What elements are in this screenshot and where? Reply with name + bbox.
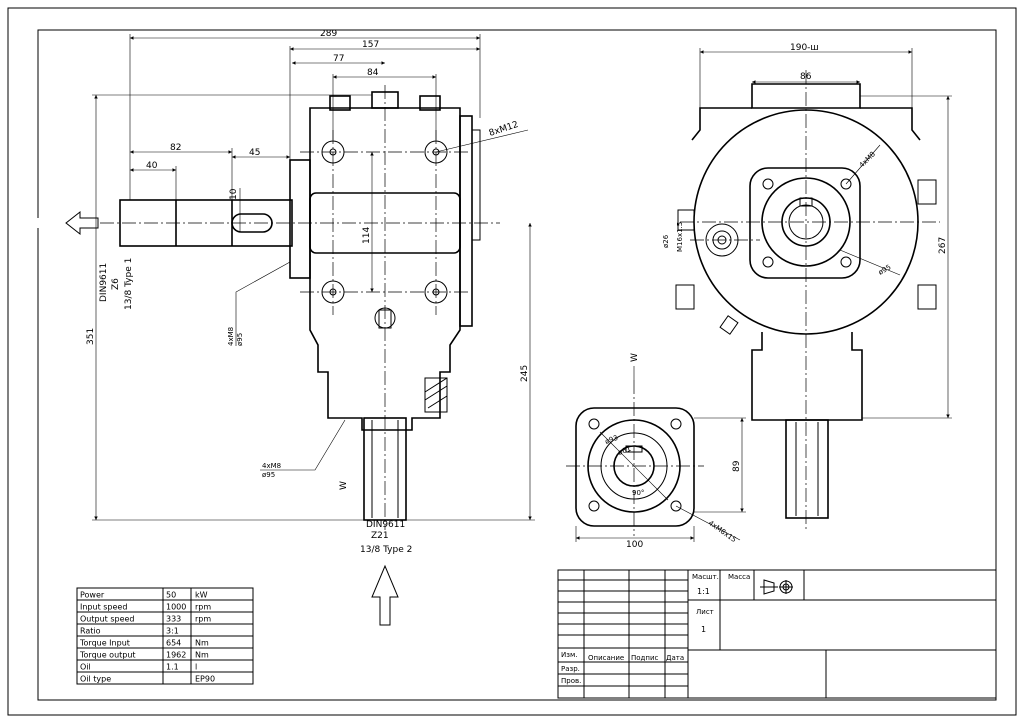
dim-phi61: ø61 [617, 445, 632, 457]
spec-row-unit: rpm [195, 603, 211, 612]
spec-row-label: Output speed [80, 615, 135, 624]
view-mark-flange: W [630, 353, 640, 362]
dim-157: 157 [362, 40, 379, 50]
tb-col-izm: Изм. [561, 651, 577, 659]
spec-row-value: 333 [166, 615, 181, 624]
spec-row-label: Oil type [80, 675, 111, 684]
spec-row-value: 50 [166, 591, 176, 600]
input-arrow [65, 210, 99, 236]
spec-row-value: 3:1 [166, 627, 179, 636]
output-type: 13/8 Type 2 [360, 545, 412, 555]
spec-row-label: Oil [80, 663, 91, 672]
spec-row-label: Input speed [80, 603, 127, 612]
sheet-frame [7, 7, 1017, 716]
flange-dimensions: 100 89 ø93 ø61 90° 4xM8x15 [575, 417, 746, 550]
tb-sheet-label: Лист [696, 608, 714, 616]
spec-row-label: Power [80, 591, 105, 600]
dim-phi26: ø26 [662, 234, 670, 248]
dim-90deg: 90° [632, 489, 644, 497]
spec-row-unit: kW [195, 591, 208, 600]
spec-row-unit: EP90 [195, 675, 215, 684]
title-block: Масшт. 1:1 Масса Лист 1 Изм. Описание По… [557, 569, 997, 699]
dim-84: 84 [367, 68, 379, 78]
view-mark-front: W [339, 481, 349, 490]
dim-77: 77 [333, 54, 344, 64]
dim-86: 86 [800, 72, 812, 82]
dim-m16: M16x1.5 [676, 222, 684, 252]
dim-45: 45 [249, 148, 260, 158]
spec-row-unit: l [195, 663, 197, 672]
spec-row-unit: Nm [195, 639, 209, 648]
spec-row-value: 654 [166, 639, 181, 648]
flange-view: W [566, 353, 704, 536]
callout-4xm8-side: 4xM8 [227, 327, 235, 346]
input-z: Z6 [111, 278, 121, 290]
input-type: 13/8 Type 1 [124, 258, 134, 310]
dim-phi95-side: ø95 [877, 263, 892, 277]
callout-4xm8-right: 4xM8 [858, 150, 877, 169]
tb-scale-label: Масшт. [692, 573, 719, 581]
dim-82: 82 [170, 143, 181, 153]
dim-89: 89 [732, 460, 742, 472]
dim-100: 100 [626, 540, 643, 550]
spec-row-unit: Nm [195, 651, 209, 660]
tb-scale-value: 1:1 [697, 587, 710, 596]
dim-289: 289 [320, 29, 337, 39]
callout-phi95-side: ø95 [236, 333, 244, 346]
dim-351: 351 [86, 328, 96, 345]
side-dimensions: 190-ш 86 267 ø26 M16x1.5 ø95 4xM8 [662, 43, 952, 419]
dim-40: 40 [146, 161, 158, 171]
spec-row-value: 1962 [166, 651, 186, 660]
dim-10: 10 [229, 188, 239, 200]
side-view [675, 70, 940, 530]
tb-col-date: Дата [666, 654, 684, 662]
dim-190: 190-ш [790, 43, 819, 53]
tb-row-razr: Разр. [561, 665, 580, 673]
callout-4xm8-low: 4xM8 [262, 462, 281, 470]
tb-mass-label: Масса [728, 573, 750, 581]
callout-phi95-low: ø95 [262, 471, 275, 479]
spec-row-label: Ratio [80, 627, 101, 636]
tb-col-desc: Описание [588, 654, 624, 662]
output-z: Z21 [371, 531, 389, 541]
output-arrow [371, 564, 399, 626]
spec-row-unit: rpm [195, 615, 211, 624]
spec-row-label: Torque Input [79, 639, 130, 648]
callout-4xm8x15: 4xM8x15 [707, 519, 738, 544]
output-din: DIN9611 [366, 520, 405, 530]
projection-symbol-icon [760, 579, 793, 595]
tb-row-prov: Пров. [561, 677, 581, 685]
spec-row-value: 1000 [166, 603, 186, 612]
input-din: DIN9611 [99, 263, 109, 302]
dim-245: 245 [520, 365, 530, 382]
front-view [65, 85, 500, 626]
front-dimensions: 289 157 77 84 82 40 45 10 114 351 [86, 29, 535, 521]
dim-114: 114 [362, 227, 372, 244]
tb-sheet-value: 1 [701, 625, 706, 634]
dim-phi93: ø93 [604, 434, 619, 446]
dim-267: 267 [938, 237, 948, 254]
spec-row-value: 1.1 [166, 663, 179, 672]
tb-col-sign: Подпис [631, 654, 659, 662]
spec-row-label: Torque output [79, 651, 136, 660]
